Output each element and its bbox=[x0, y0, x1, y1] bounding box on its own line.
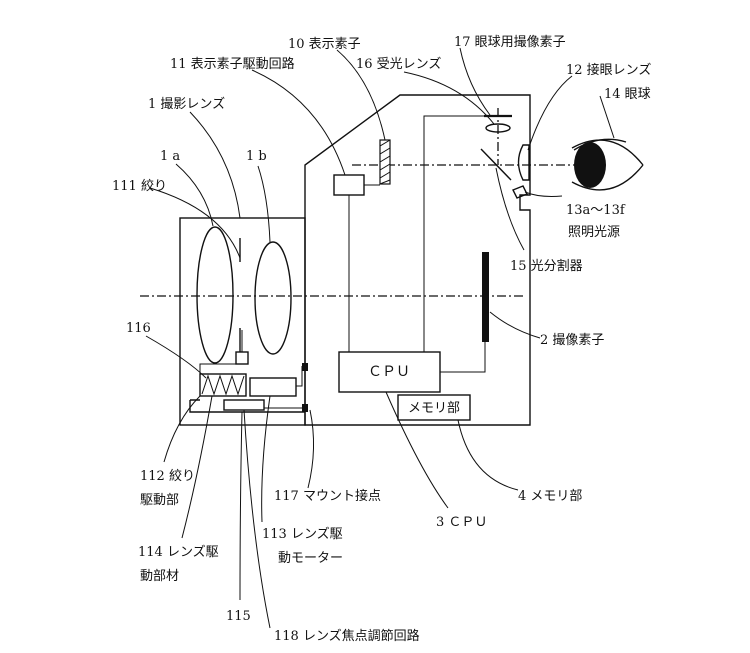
memory-box bbox=[397, 394, 471, 421]
label-113a: 113 レンズ駆 bbox=[262, 526, 343, 542]
label-15: 15 光分割器 bbox=[510, 258, 583, 274]
leader-114 bbox=[181, 395, 213, 539]
leader-116 bbox=[145, 335, 207, 379]
image-sensor-2 bbox=[482, 252, 489, 342]
leader-118 bbox=[243, 409, 271, 629]
cpu-box-label: ＣＰＵ bbox=[368, 364, 410, 380]
label-112b: 駆動部 bbox=[140, 493, 179, 508]
label-3: 3 ＣＰＵ bbox=[436, 515, 487, 530]
lens-drive-motor-113 bbox=[249, 377, 297, 397]
leader-1a bbox=[175, 163, 214, 227]
label-12: 12 接眼レンズ bbox=[566, 62, 651, 78]
leader-117 bbox=[307, 409, 315, 489]
label-11: 11 表示素子駆動回路 bbox=[170, 56, 295, 72]
label-16: 16 受光レンズ bbox=[356, 56, 441, 72]
leader-16 bbox=[403, 71, 495, 125]
lens-drive-gear bbox=[201, 374, 245, 396]
aperture-drive-112 bbox=[235, 351, 249, 365]
label-1a: 1 a bbox=[160, 149, 180, 164]
cpu-box bbox=[338, 351, 441, 393]
label-13b: 照明光源 bbox=[568, 225, 620, 240]
leader-3 bbox=[385, 391, 449, 509]
display-drive-circuit-11 bbox=[333, 174, 365, 196]
label-2: 2 撮像素子 bbox=[540, 332, 604, 348]
beam-splitter-15 bbox=[480, 148, 512, 181]
eye-pupil bbox=[574, 142, 606, 188]
label-1b: 1 b bbox=[246, 149, 267, 164]
receiving-lens-16 bbox=[485, 123, 511, 133]
leader-1 bbox=[189, 111, 241, 219]
label-13a: 13a～13f bbox=[566, 203, 626, 218]
memory-box-label: メモリ部 bbox=[408, 401, 460, 416]
label-116: 116 bbox=[126, 321, 151, 336]
leader-111 bbox=[149, 187, 241, 259]
leader-10 bbox=[336, 49, 386, 141]
label-111: 111 絞り bbox=[112, 179, 167, 194]
wire-motor-mount bbox=[296, 366, 303, 387]
label-113b: 動モーター bbox=[278, 551, 343, 566]
label-17: 17 眼球用撮像素子 bbox=[454, 34, 566, 50]
label-4: 4 メモリ部 bbox=[518, 489, 582, 504]
wire-17-cpu bbox=[423, 115, 498, 352]
eyepiece-lens-12 bbox=[517, 144, 530, 181]
display-element-hatch bbox=[379, 139, 391, 185]
mount-contact-top bbox=[302, 363, 308, 371]
leader-13 bbox=[524, 191, 563, 197]
wire-116 bbox=[199, 363, 236, 374]
eyeball-lid bbox=[573, 138, 627, 151]
leader-11 bbox=[251, 69, 346, 176]
focus-adjust-circuit-118 bbox=[223, 399, 265, 411]
leader-113 bbox=[261, 395, 271, 523]
light-source-13 bbox=[512, 185, 528, 199]
leader-112 bbox=[163, 395, 201, 463]
leader-2 bbox=[489, 311, 541, 339]
leader-15 bbox=[495, 167, 525, 251]
leader-17 bbox=[459, 47, 491, 116]
mount-contact-bottom bbox=[302, 404, 308, 412]
leader-14 bbox=[599, 95, 615, 139]
leader-4 bbox=[457, 419, 519, 491]
leader-12 bbox=[527, 75, 573, 151]
lens-drive-member-114 bbox=[199, 373, 247, 397]
label-1: 1 撮影レンズ bbox=[148, 96, 225, 112]
label-118: 118 レンズ焦点調節回路 bbox=[274, 628, 420, 644]
label-114b: 動部材 bbox=[140, 569, 179, 584]
lens-1b bbox=[254, 241, 292, 355]
wire-2-cpu bbox=[440, 342, 486, 373]
leader-115 bbox=[239, 411, 243, 601]
label-115: 115 bbox=[226, 609, 251, 624]
lens-drive-frame-115 bbox=[189, 399, 305, 413]
lens-barrel bbox=[179, 217, 306, 426]
lens-1a bbox=[196, 226, 234, 364]
label-117: 117 マウント接点 bbox=[274, 488, 381, 504]
eyeball-14 bbox=[571, 139, 644, 191]
label-14: 14 眼球 bbox=[604, 87, 651, 102]
label-10: 10 表示素子 bbox=[288, 37, 361, 52]
leader-1b bbox=[257, 165, 271, 243]
label-112a: 112 絞り bbox=[140, 469, 195, 484]
label-114a: 114 レンズ駆 bbox=[138, 544, 219, 560]
